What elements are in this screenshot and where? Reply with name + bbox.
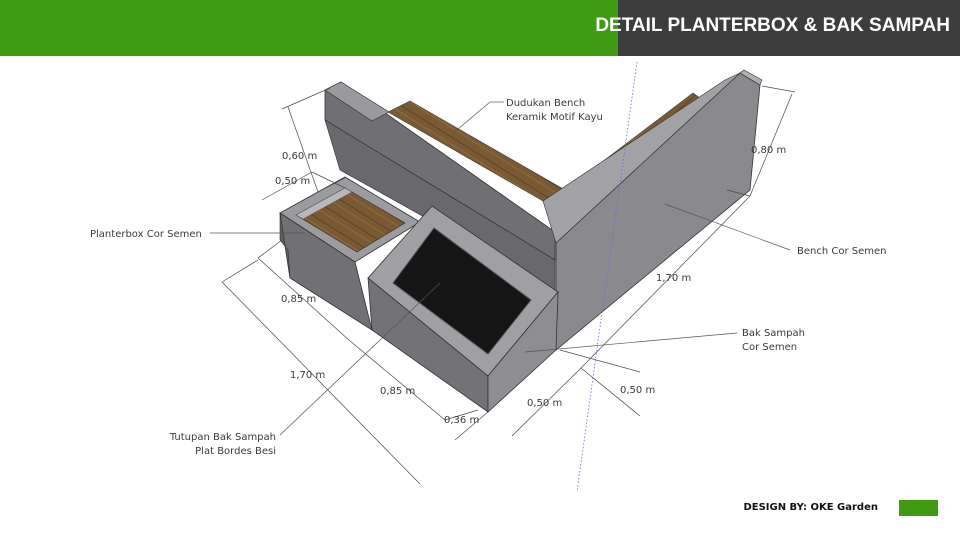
dim-label-170-left: 1,70 m xyxy=(290,370,325,381)
credit-accent-block xyxy=(899,500,938,516)
design-credit: DESIGN BY: OKE Garden xyxy=(743,502,878,513)
dim-label-170-right: 1,70 m xyxy=(656,273,691,284)
bench-back-end xyxy=(739,69,763,86)
callout-bin-material: Cor Semen xyxy=(742,342,797,353)
dim-label-085-bottom: 0,85 m xyxy=(380,386,415,397)
guide-line xyxy=(576,61,638,493)
bin-front-face xyxy=(487,290,559,413)
dim-label-060: 0,60 m xyxy=(282,151,317,162)
callout-bench-seat: Dudukan Bench xyxy=(506,98,585,109)
bench-backrest-top xyxy=(324,81,390,122)
callout-bench-seat-material: Keramik Motif Kayu xyxy=(506,112,603,123)
header-title-bar: DETAIL PLANTERBOX & BAK SAMPAH xyxy=(595,0,960,56)
dim-label-050-bottom: 0,50 m xyxy=(527,398,562,409)
bin-lid xyxy=(392,227,532,355)
callout-bench: Bench Cor Semen xyxy=(797,246,887,257)
page-title: DETAIL PLANTERBOX & BAK SAMPAH xyxy=(595,15,950,36)
header-accent-bar xyxy=(0,0,618,56)
dim-label-050-right: 0,50 m xyxy=(620,385,655,396)
dim-label-080: 0,80 m xyxy=(751,145,786,156)
dim-label-036: 0,36 m xyxy=(444,415,479,426)
dim-label-050-top: 0,50 m xyxy=(275,176,310,187)
callout-planterbox: Planterbox Cor Semen xyxy=(90,229,202,240)
callout-bin: Bak Sampah xyxy=(742,328,805,339)
planterbox-inner-wall xyxy=(295,187,353,220)
dimension-lines xyxy=(221,85,796,485)
callout-lid: Tutupan Bak Sampah xyxy=(169,432,276,443)
planterbox-left-face xyxy=(279,212,291,279)
dim-label-085-left: 0,85 m xyxy=(281,294,316,305)
callout-lid-material: Plat Bordes Besi xyxy=(195,446,276,457)
callout-leaders xyxy=(210,101,791,436)
planterbox-bin-diagram: Dudukan Bench Keramik Motif Kayu Planter… xyxy=(90,61,887,493)
